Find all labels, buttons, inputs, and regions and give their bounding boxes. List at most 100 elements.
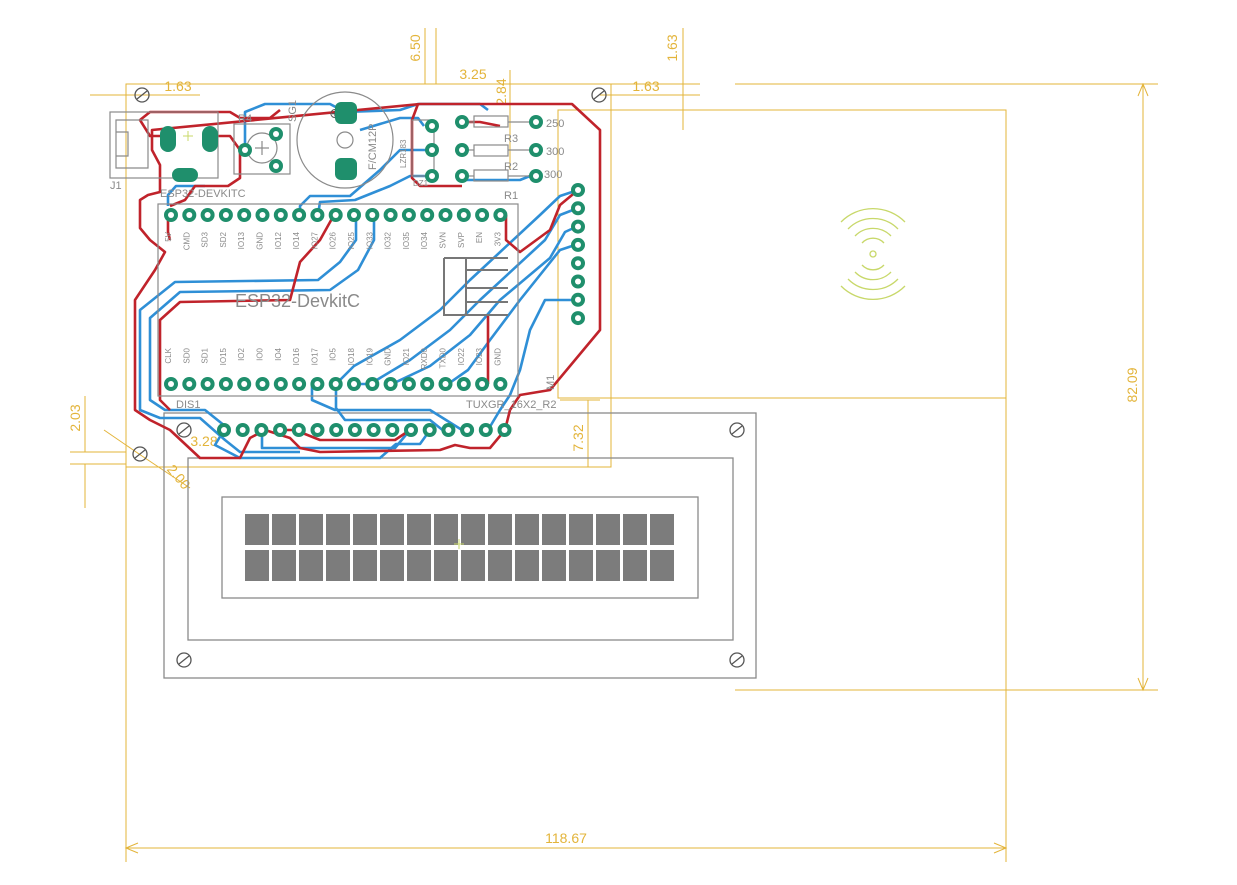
lcd-char-cell: [380, 550, 404, 581]
lcd-viewport: [221, 496, 699, 599]
buzzer-outline: [296, 91, 394, 189]
rfid-header-pad: [571, 201, 585, 216]
pin-label-bottom: IO19: [365, 347, 374, 365]
r4-pad: [269, 127, 283, 141]
pin-label-top: SD2: [219, 231, 228, 247]
esp32-pad-bottom: [328, 377, 343, 391]
esp32-pad-top: [328, 208, 343, 222]
lcd-header-pad: [217, 423, 231, 437]
dim-overall-width: 118.67: [545, 830, 587, 846]
lcd-char-cell: [488, 550, 512, 581]
buzzer-pad-plus: [335, 102, 357, 124]
value-r1: 300: [544, 169, 562, 181]
esp32-pad-bottom: [365, 377, 380, 391]
mount-hole-tr: [729, 422, 745, 438]
lcd-char-cell: [434, 550, 458, 581]
lcd-char-cell: [272, 550, 296, 581]
esp32-pad-top: [237, 208, 252, 222]
label-lcd-short: DIS1: [176, 399, 200, 411]
dim-overall-height: 82.09: [1124, 367, 1140, 402]
buzzer-center: [336, 131, 354, 149]
pin-label-bottom: IO18: [347, 347, 356, 365]
label-r2: R2: [504, 161, 518, 173]
label-buzzer-part: F/CM12P: [367, 124, 379, 170]
nfc-module-outline: [557, 109, 1007, 399]
sg1-buzzer: [296, 91, 394, 189]
lcd-char-cell: [461, 550, 485, 581]
lcd-char-cell: [623, 514, 647, 545]
esp32-pad-top: [273, 208, 288, 222]
pin-label-top: IO32: [384, 231, 393, 249]
lcd-header-pad: [291, 423, 306, 437]
resistor-pad: [455, 143, 469, 157]
pin-label-top: SVP: [457, 232, 466, 248]
lcd-header-pad: [329, 423, 344, 437]
pin-label-top: GND: [256, 232, 265, 250]
lcd-header-pad: [460, 423, 475, 437]
board-hole-tr: [591, 87, 607, 103]
label-r4: R4: [238, 113, 252, 125]
pin-label-top: IO27: [310, 231, 319, 249]
esp32-pad-bottom: [383, 377, 398, 391]
board-hole-tl: [134, 87, 150, 103]
lcd-mounting-holes: [176, 422, 745, 668]
top-copper-traces: [133, 102, 602, 460]
lcd-header-pad: [385, 423, 400, 437]
lcd-char-cell: [245, 550, 269, 581]
pin-label-bottom: RXD0: [420, 347, 429, 369]
label-r3: R3: [504, 133, 518, 145]
lcd-bezel: [187, 457, 734, 641]
esp32-pad-bottom: [182, 377, 197, 391]
esp32-pad-top: [456, 208, 471, 222]
esp32-pad-top: [218, 208, 233, 222]
j1-power-jack: [109, 111, 219, 179]
pin-label-top: IO33: [365, 231, 374, 249]
label-j1: J1: [110, 180, 122, 192]
resistor-pad: [455, 115, 469, 129]
lcd-center-mark: [454, 539, 464, 549]
pin-label-top: IO34: [420, 231, 429, 249]
pin-label-bottom: IO2: [237, 347, 246, 360]
dim-top-span: 3.25: [459, 66, 486, 82]
pin-label-bottom: IO17: [310, 347, 319, 365]
dim-left-small: 2.03: [67, 404, 83, 431]
label-m1: M1: [545, 375, 557, 390]
label-sg1: SG1: [287, 100, 299, 122]
lcd-module: [163, 412, 757, 679]
lcd-char-cell: [245, 514, 269, 545]
pin-label-bottom: IO16: [292, 347, 301, 365]
lcd-char-cell: [542, 550, 566, 581]
lcd-char-cell: [299, 514, 323, 545]
esp32-pad-top: [475, 208, 490, 222]
pin-label-top: CMD: [182, 232, 191, 250]
pin-label-top: IO13: [237, 231, 246, 249]
esp32-pad-bottom: [218, 377, 233, 391]
mount-hole-br: [729, 652, 745, 668]
label-dz1: DZ1: [413, 179, 429, 188]
pin-label-bottom: TXD0: [439, 347, 448, 368]
rfid-header-pad: [571, 274, 585, 289]
rfid-header-pad: [571, 237, 585, 252]
lcd-header-pad: [497, 423, 512, 437]
lcd-char-cell: [488, 514, 512, 545]
dimension-labels: 118.67 82.09 1.63 1.63 6.50 3.25 1.63 2.…: [67, 34, 1140, 846]
lcd-char-cell: [515, 550, 539, 581]
buzzer-plus-mark: ⊕: [329, 106, 341, 122]
esp32-pad-bottom: [255, 377, 270, 391]
dz1-pad: [425, 143, 439, 157]
value-r2: 300: [546, 146, 564, 158]
lcd-char-cell: [623, 550, 647, 581]
esp32-pad-top: [401, 208, 416, 222]
pin-label-top: 3V3: [493, 231, 502, 246]
pin-label-top: SD3: [201, 231, 210, 247]
esp32-pad-top: [438, 208, 453, 222]
devkit-outline: [157, 203, 519, 397]
lcd-outline: [163, 412, 757, 679]
r4-pad: [269, 159, 283, 173]
buzzer-pads: [335, 102, 357, 180]
pin-label-top: SVN: [439, 232, 448, 249]
lcd-char-cell: [542, 514, 566, 545]
pin-label-top: IO25: [347, 231, 356, 249]
lcd-char-cell: [515, 514, 539, 545]
